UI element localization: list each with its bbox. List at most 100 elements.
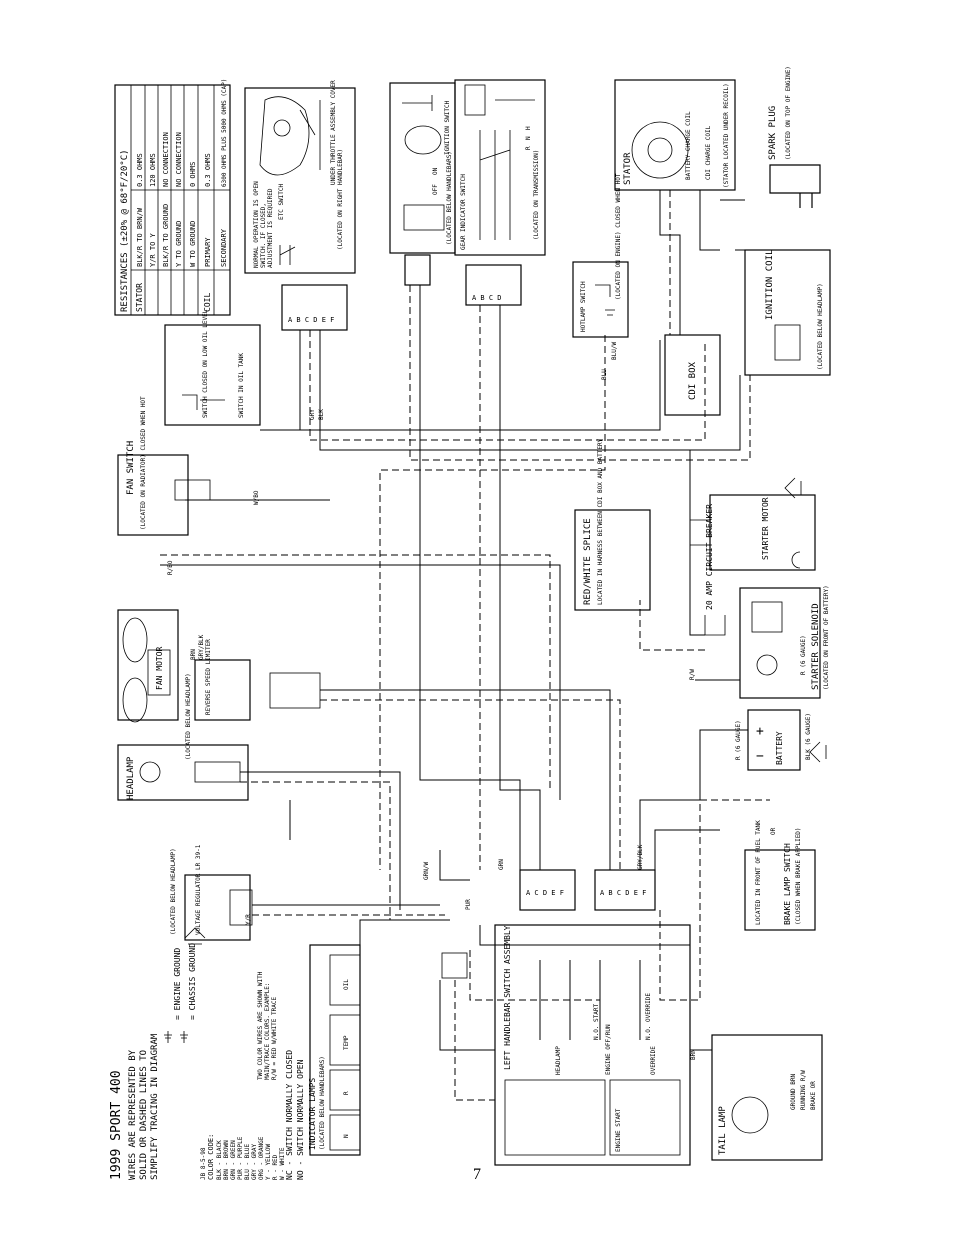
wire-tag-blu-w: BLU/W <box>611 342 618 360</box>
res-test-0: BLK/R TO BRN/W <box>136 207 144 267</box>
gear-pos-n: N <box>525 136 532 140</box>
hotlamp-switch: HOTLAMP SWITCH (LOCATED ON ENGINE) CLOSE… <box>572 173 629 338</box>
etc-line-3: ADJUSTMENT IS REQUIRED <box>267 188 274 268</box>
cdi-box: CDI BOX <box>664 334 721 416</box>
engine-ground-label: = ENGINE GROUND <box>173 948 182 1020</box>
ignition-label: IGNITION SWITCH <box>444 100 451 155</box>
stator: STATOR BATTERY CHARGE COIL CDI CHARGE CO… <box>614 79 736 191</box>
res-test-1: Y/R TO Y <box>149 232 157 267</box>
oil-level-switch: SWITCH CLOSED ON LOW OIL LEVEL SWITCH IN… <box>164 309 261 426</box>
two-color-note-2: MAIN/TRACE COLORS. EXAMPLE: <box>264 982 271 1080</box>
etc-line-2: SWITCH. IF CLOSED, <box>260 203 267 268</box>
svg-text:−: − <box>756 749 764 764</box>
res-value-1: 120 OHMS <box>149 153 157 187</box>
stator-battery-charge: BATTERY CHARGE COIL <box>685 111 692 180</box>
starter-solenoid-label: STARTER SOLENOID <box>811 603 821 690</box>
wire-tag-or: OR <box>770 827 777 835</box>
left-switch-no-override: N.O. OVERRIDE <box>645 993 652 1040</box>
brake-switch-location: LOCATED IN FRONT OF FUEL TANK <box>755 820 762 925</box>
oil-switch-label: SWITCH CLOSED ON LOW OIL LEVEL <box>202 309 209 418</box>
resistance-title: RESISTANCES (±20% @ 68°F/20°C) <box>120 149 130 312</box>
battery-label: BATTERY <box>775 731 784 765</box>
res-group-coil: COIL <box>203 293 212 312</box>
resistance-table: RESISTANCES (±20% @ 68°F/20°C) STATOR BL… <box>114 79 231 316</box>
tail-lamp-label: TAIL LAMP <box>718 1106 728 1155</box>
wire-tags: BLK GRN/W GRY BLU/W R/W PUR Y/R W/BO R/B… <box>167 342 777 1060</box>
wire-tag-r-w: R/W <box>689 669 696 680</box>
starter-motor-label: STARTER MOTOR <box>761 497 770 560</box>
res-value-5: 0.3 OHMS <box>204 153 212 187</box>
voltage-regulator-label: VOLTAGE REGULATOR LR 39-1 <box>195 844 202 935</box>
left-switch-row-override: OVERRIDE <box>650 1046 657 1075</box>
brake-switch-note: (CLOSED WHEN BRAKE APPLIED) <box>795 827 802 925</box>
circuit-breaker-label: 20 AMP CIRCUIT BREAKER <box>705 504 714 610</box>
chassis-ground-label: = CHASSIS GROUND <box>188 943 197 1020</box>
res-test-3: Y TO GROUND <box>175 221 183 267</box>
res-value-0: 0.3 OHMS <box>136 153 144 187</box>
left-switch-label: LEFT HANDLEBAR SWITCH ASSEMBLY <box>503 925 512 1070</box>
ignition-off: OFF <box>432 184 439 195</box>
ignition-note: (LOCATED BELOW HANDLEBARS) <box>446 151 453 245</box>
gear-connector-pins: A B C D <box>472 294 502 302</box>
main-connector-a: A C D E F <box>519 869 576 911</box>
left-switch-row-headlamp: HEADLAMP <box>555 1046 562 1075</box>
wire-tag-pur: PUR <box>465 899 472 910</box>
starter-solenoid-wire: R (6 GAUGE) <box>800 635 807 675</box>
indicator-lamp-temp: TEMP <box>343 1035 350 1050</box>
headlamp-label: HEADLAMP <box>126 756 136 800</box>
left-switch-row-engine: ENGINE OFF/RUN <box>605 1024 612 1075</box>
two-color-note-1: TWO COLOR WIRES ARE SHOWN WITH <box>257 971 264 1080</box>
stator-cdi-charge: CDI CHARGE COIL <box>705 125 712 180</box>
tail-lamp: TAIL LAMP GROUND BRN RUNNING R/W BRAKE O… <box>711 1034 823 1161</box>
fan-motor-wire-2: GRY/BLK <box>198 634 205 660</box>
etc-line-1: NORMAL OPERATION IS OPEN <box>253 181 260 268</box>
tail-lamp-wire-2: RUNNING R/W <box>800 1070 807 1110</box>
svg-text:+: + <box>756 724 764 739</box>
ignition-on: ON <box>432 167 439 175</box>
oil-switch-note: SWITCH IN OIL TANK <box>238 353 245 418</box>
voltage-regulator: VOLTAGE REGULATOR LR 39-1 (LOCATED BELOW… <box>170 844 253 941</box>
res-test-2: BLK/R TO GROUND <box>162 204 170 267</box>
no-note: NO - SWITCH NORMALLY OPEN <box>296 1059 305 1180</box>
page-number: 7 <box>473 1166 481 1183</box>
brake-switch-label: BRAKE LAMP SWITCH <box>783 843 792 925</box>
title-note-3: SIMPLIFY TRACING IN DIAGRAM <box>150 1033 160 1180</box>
spark-plug-note: (LOCATED ON TOP OF ENGINE) <box>785 66 792 160</box>
etc-label: ETC SWITCH <box>278 183 285 220</box>
wire-tag-grn-w: GRN/W <box>423 862 430 880</box>
color-code-8: R - RED <box>272 1154 279 1180</box>
circuit-breaker: 20 AMP CIRCUIT BREAKER <box>704 504 726 636</box>
reverse-limiter-note: (LOCATED BELOW HEADLAMP) <box>185 673 192 760</box>
ground-icon <box>184 477 827 945</box>
fan-switch-label: FAN SWITCH <box>126 441 136 495</box>
color-code-5: GRY - GRAY <box>251 1143 258 1180</box>
fan-motor-label: FAN MOTOR <box>155 646 164 690</box>
starter-solenoid-note: (LOCATED ON FRONT OF BATTERY) <box>823 585 830 690</box>
title-block: 1999 SPORT 400 WIRES ARE REPRESENTED BY … <box>109 943 305 1180</box>
chassis-ground-icon <box>180 1031 188 1043</box>
spark-plug-label: SPARK PLUG <box>768 106 778 160</box>
indicator-lamp-oil: OIL <box>343 979 350 990</box>
fan-motor: FAN MOTOR BRN GRY/BLK <box>117 609 205 723</box>
ignition-coil-note: (LOCATED BELOW HEADLAMP) <box>817 283 824 370</box>
wire-tag-grn: GRN <box>498 859 505 870</box>
title-note-1: WIRES ARE REPRESENTED BY <box>128 1049 138 1180</box>
res-group-stator: STATOR <box>135 283 144 312</box>
main-connector-b: A B C D E F <box>594 869 656 911</box>
spark-plug: SPARK PLUG (LOCATED ON TOP OF ENGINE) <box>768 66 821 208</box>
hotlamp-note: (LOCATED ON ENGINE) CLOSED WHEN HOT <box>615 173 622 300</box>
color-code-6: ORG - ORANGE <box>258 1136 265 1180</box>
diagram-title: 1999 SPORT 400 <box>109 1070 124 1180</box>
red-white-splice: RED/WHITE SPLICE LOCATED IN HARNESS BETW… <box>574 438 651 611</box>
indicator-lamps-note: (LOCATED BELOW HANDLEBARS) <box>319 1056 326 1150</box>
res-value-4: 0 OHMS <box>189 162 197 187</box>
connector-a-pins: A C D E F <box>526 889 564 897</box>
color-code-title: COLOR CODE: <box>207 1134 215 1180</box>
etc-switch: NORMAL OPERATION IS OPEN SWITCH. IF CLOS… <box>244 80 356 331</box>
doc-ref: JB 8-5-98 <box>200 1147 207 1180</box>
battery-pos: R (6 GAUGE) <box>735 720 742 760</box>
wire-tag-gry-blk: GRY/BLK <box>637 844 644 870</box>
reverse-speed-limiter: REVERSE SPEED LIMITER (LOCATED BELOW HEA… <box>185 639 321 760</box>
gear-pos-r: R <box>525 146 532 150</box>
